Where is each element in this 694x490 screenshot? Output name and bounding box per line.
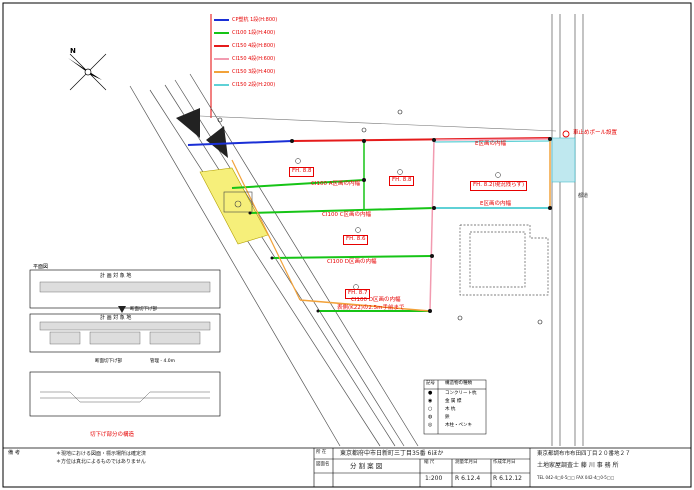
legend-mark: ◎: [428, 422, 433, 428]
ci-d2-note: CI100 D区画の内幅: [351, 297, 401, 303]
survey-date-label: 測量年月日: [455, 460, 478, 465]
drawing-label: 図面名: [316, 462, 330, 467]
legend-kind: 金 属 標: [445, 399, 462, 404]
legend-swatch: [214, 32, 229, 34]
road-label: 都道: [578, 193, 589, 199]
inset-plan: [29, 269, 221, 417]
place-label: 所 在: [316, 450, 327, 455]
fh-label-2: FH. 8.8: [389, 176, 415, 186]
legend-head-mark: 記号: [426, 381, 435, 386]
office-address: 東京都調布市布田四丁目２０番地２７: [537, 451, 631, 457]
legend-kind: コンクリート杭: [445, 391, 477, 396]
north-arrow-icon: [68, 53, 107, 91]
fh-label-1: FH. 8.8: [289, 167, 315, 177]
legend-kind: 木 杭: [445, 407, 456, 412]
notes-label: 備 考: [8, 450, 21, 456]
legend-label: CI150 4段(H:800): [232, 43, 276, 49]
curb-note: 車止めポール設置: [573, 130, 618, 136]
legend-swatch: [214, 58, 229, 60]
building: [459, 224, 549, 296]
legend-label: CP塑杭 1段(H:800): [232, 17, 278, 23]
e-inner-note: E区画の内幅: [475, 141, 506, 147]
scale-value: 1:200: [425, 475, 443, 482]
fh-label-4: FH. 8.6: [343, 235, 369, 245]
legend-mark: ○: [428, 406, 433, 412]
legend-label: CI150 4段(H:600): [232, 56, 276, 62]
legend-kind: 木柱・ペンキ: [445, 423, 472, 428]
legend-head-kind: 構造物の種類: [445, 381, 472, 386]
legend-mark: ●: [428, 390, 433, 396]
survey-date: R 6.12.4: [455, 475, 481, 482]
fh-label-5: FH. 8.7: [345, 289, 371, 299]
structure-legend: [423, 379, 487, 435]
ci-c-note: CI100 C区画の内幅: [322, 212, 372, 218]
ci-a-note: CI100 A区画の内幅: [311, 181, 360, 187]
e-inner-note-2: E区画の内幅: [480, 201, 511, 207]
legend-label: CI150 2段(H:200): [232, 82, 276, 88]
legend-kind: 鋲: [445, 415, 450, 420]
note-1: ＊現地における図面・標示場所は確定済: [56, 451, 147, 457]
ci-d-note: CI100 D区画の内幅: [327, 259, 377, 265]
inset-plan-label: 計 画 対 象 地: [100, 273, 132, 279]
cut-caption: 切下げ部分の構造: [90, 432, 135, 438]
legend-mark: ◉: [428, 398, 433, 404]
legend-swatch: [214, 45, 229, 47]
legend-swatch: [214, 84, 229, 86]
north-label: N: [70, 47, 76, 55]
place-value: 東京都府中市日新町三丁目35番 6ほか: [340, 450, 444, 457]
cut-down-area: [199, 167, 269, 245]
legend-mark: ◍: [428, 414, 433, 420]
legend-swatch: [214, 71, 229, 73]
office-name: 土地家屋調査士 藤 川 事 務 所: [537, 462, 619, 469]
inset-section-note-2: 管理 - 4.0m: [150, 359, 176, 364]
road-right: [551, 14, 584, 446]
drawing-name: 分 割 案 図: [350, 462, 383, 470]
inset-cut-title: 断面切下げ部: [130, 307, 157, 312]
legend-label: CI150 3段(H:400): [232, 69, 276, 75]
legend-swatch: [214, 19, 229, 21]
inset-plan-title: 平面図: [33, 264, 49, 270]
scale-label: 縮 尺: [424, 460, 435, 465]
ci-d3-note: 表側(K22)の2.5m手前まで: [337, 305, 405, 311]
legend-label: CI100 1段(H:400): [232, 30, 276, 36]
fh-label-3: FH. 8.2(現況残らず): [470, 181, 528, 191]
inset-section-note-1: 断面切下げ部: [95, 359, 122, 364]
made-date: R 6.12.12: [493, 475, 522, 482]
office-phone: TEL 042-4□0-5□□ FAX 042-4□0-5□□: [537, 475, 615, 480]
note-2: ＊方位は真北によるものではありません: [56, 459, 146, 465]
inset-section-label: 計 画 対 象 地: [100, 315, 132, 321]
made-date-label: 作成年月日: [493, 460, 516, 465]
cyan-area: [551, 137, 576, 183]
